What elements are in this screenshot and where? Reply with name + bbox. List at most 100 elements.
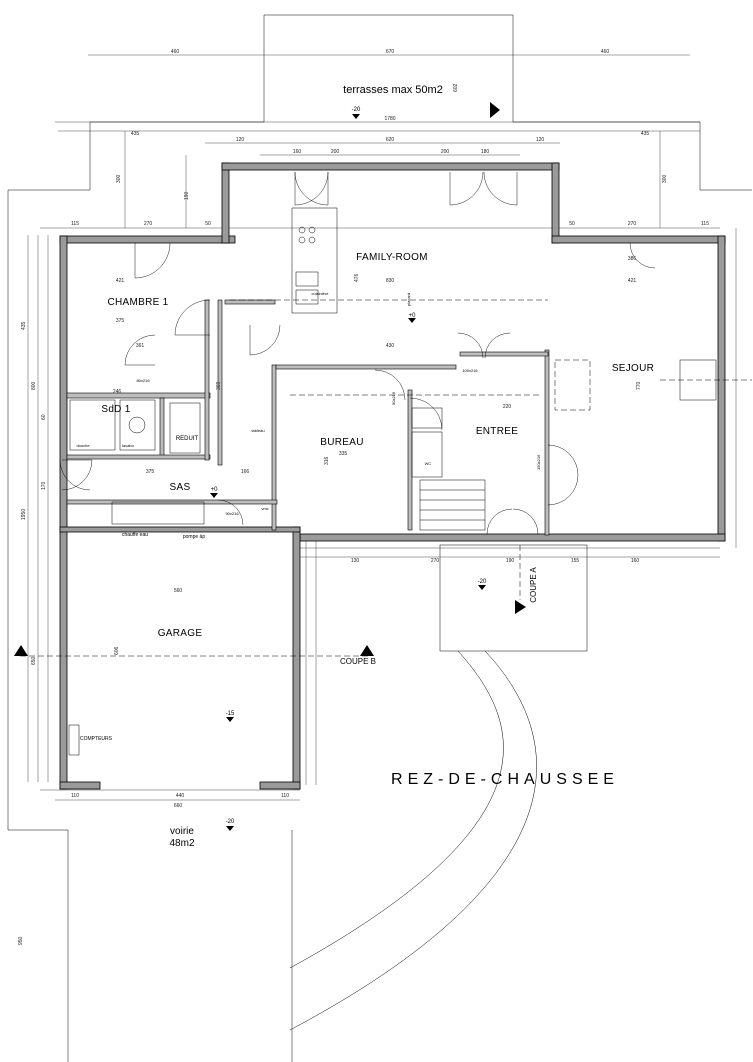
dim-misc-115-right: 115 xyxy=(701,221,709,227)
dim-bottom-total: 660 xyxy=(174,803,183,809)
dimension-lines xyxy=(27,54,737,801)
level-entry-out: -20 xyxy=(478,579,487,585)
dim-garage-h: 606 xyxy=(114,646,120,655)
dim-sejour-h: 770 xyxy=(636,381,642,390)
dim-right-e: 160 xyxy=(631,558,640,564)
level-driveway: -20 xyxy=(226,819,235,825)
label-tableau: tableau xyxy=(251,428,264,433)
dim-right-b: 270 xyxy=(431,558,440,564)
room-labels: FAMILY-ROOM CHAMBRE 1 SdD 1 REDUIT SAS B… xyxy=(101,252,654,639)
dim-left-170: 170 xyxy=(41,481,47,490)
dim-misc-270-left: 270 xyxy=(144,221,153,227)
section-b-left-marker xyxy=(14,645,28,656)
dim-sejour-w2: 386 xyxy=(628,256,637,262)
room-bureau: BUREAU xyxy=(320,437,363,448)
level-markers xyxy=(210,114,486,831)
dim-misc-602: 602 xyxy=(453,83,459,92)
terrace-label: terrasses max 50m2 xyxy=(343,84,443,96)
level-garage: -15 xyxy=(226,711,235,717)
dim-top-left: 460 xyxy=(171,49,180,55)
room-garage: GARAGE xyxy=(158,628,203,639)
label-pompe: pompe àp xyxy=(183,534,205,540)
dim-misc-50-left: 50 xyxy=(205,221,211,227)
dim-misc-270-right: 270 xyxy=(628,221,637,227)
room-chambre-1: CHAMBRE 1 xyxy=(107,297,168,308)
room-sas: SAS xyxy=(170,482,191,493)
room-reduit: REDUIT xyxy=(176,436,199,442)
label-door-sas: 90x216 xyxy=(225,511,239,516)
label-door-bureau: 90x216 xyxy=(391,391,396,405)
fixtures xyxy=(68,207,717,756)
dim-row3-c: 120 xyxy=(536,137,545,143)
dim-family-w2: 430 xyxy=(386,343,395,349)
dashed-lines xyxy=(20,299,752,657)
room-entree: ENTREE xyxy=(476,426,518,437)
dim-bottom-a: 110 xyxy=(71,793,79,799)
dim-bureau-w: 335 xyxy=(339,451,348,457)
dim-top-center: 670 xyxy=(386,49,395,55)
dim-row2-left: 435 xyxy=(131,131,140,137)
dim-row4-a: 160 xyxy=(293,149,302,155)
dim-chambre-w: 421 xyxy=(116,278,125,284)
dim-top-right: 460 xyxy=(601,49,610,55)
dim-bottom-site: 950 xyxy=(18,936,24,945)
section-a-bottom-marker xyxy=(515,600,526,614)
section-b-right-marker xyxy=(360,645,374,656)
level-sas: +0 xyxy=(211,487,219,493)
dim-garage-w: 560 xyxy=(174,588,183,594)
plan-title: REZ-DE-CHAUSSEE xyxy=(391,771,619,788)
dim-chambre-w2: 361 xyxy=(136,343,145,349)
label-door-chambre: 80x216 xyxy=(136,378,150,383)
dim-left-1950: 1950 xyxy=(21,509,27,520)
dim-row4-b: 200 xyxy=(331,149,340,155)
label-douche: douche xyxy=(76,443,90,448)
doors xyxy=(59,171,656,535)
level-main: +0 xyxy=(409,313,417,319)
dim-row4-d: 180 xyxy=(481,149,490,155)
dim-left-105: 60 xyxy=(41,414,47,420)
dim-misc-50-right: 50 xyxy=(569,221,575,227)
room-sdd-1: SdD 1 xyxy=(101,404,130,415)
dim-misc-190: 190 xyxy=(184,191,190,200)
dim-overall: 1780 xyxy=(384,116,395,122)
dim-sas-w: 375 xyxy=(146,469,155,475)
label-cuisine: cuisinière xyxy=(312,291,330,296)
dim-misc-300-left: 300 xyxy=(116,174,122,183)
dim-sdd-w: 246 xyxy=(113,389,122,395)
label-door-sejour: 150x216 xyxy=(536,454,541,470)
dim-reduit: 369 xyxy=(216,381,222,390)
dim-right-a: 130 xyxy=(351,558,360,564)
label-lavabo: lavabo xyxy=(122,443,135,448)
dim-chambre-h: 375 xyxy=(116,318,125,324)
section-markers xyxy=(14,102,526,656)
label-placard: placard xyxy=(406,293,411,306)
dim-right-c: 190 xyxy=(506,558,515,564)
dim-sejour-w: 421 xyxy=(628,278,637,284)
section-a-top-marker xyxy=(490,102,500,118)
label-chauffe: chauffe eau xyxy=(122,532,148,538)
dim-family-h: 476 xyxy=(354,273,360,282)
dim-bottom-b: 110 xyxy=(281,793,289,799)
room-sejour: SEJOUR xyxy=(612,363,654,374)
dim-row3-a: 120 xyxy=(236,137,245,143)
label-door-entree: 100x216 xyxy=(462,368,478,373)
driveway-line1: voirie xyxy=(170,826,194,837)
dim-right-d: 155 xyxy=(571,558,580,564)
dim-row2-right: 435 xyxy=(641,131,650,137)
dim-family-w: 830 xyxy=(386,278,395,284)
label-vmc: vmc xyxy=(261,506,268,511)
label-compteurs: COMPTEURS xyxy=(80,736,113,742)
dimension-labels: 460 670 460 1780 435 435 120 620 120 160… xyxy=(18,49,709,945)
dim-left-650: 650 xyxy=(31,656,37,665)
plan-titles: terrasses max 50m2 voirie 48m2 REZ-DE-CH… xyxy=(169,84,619,849)
dim-misc-115-left: 115 xyxy=(71,221,79,227)
dim-left-800: 800 xyxy=(31,381,37,390)
driveway-line2: 48m2 xyxy=(169,838,194,849)
dim-left-435: 435 xyxy=(21,321,27,330)
dim-bottom-left: 440 xyxy=(176,793,185,799)
section-b-label: COUPE B xyxy=(340,657,376,666)
exterior-walls xyxy=(59,162,726,790)
section-a-label: COUPE A xyxy=(529,567,538,603)
dim-misc-300-right: 300 xyxy=(662,174,668,183)
